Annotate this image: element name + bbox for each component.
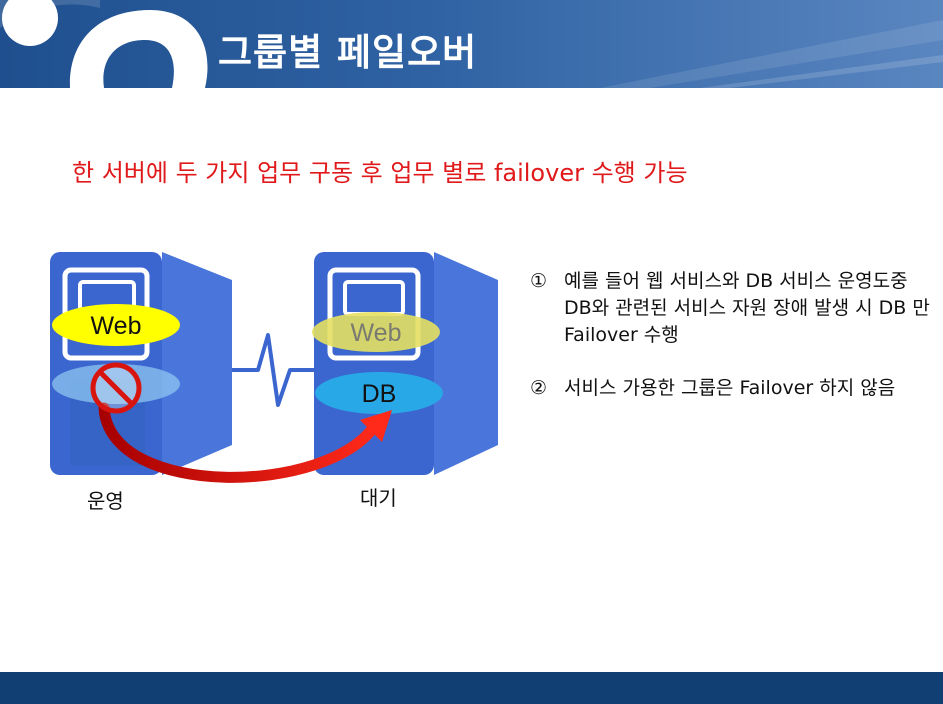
standby-server (314, 252, 498, 475)
network-link (232, 333, 318, 407)
banner-decoration (0, 0, 943, 88)
standby-web-ellipse (312, 312, 440, 352)
standby-web-label: Web (351, 319, 402, 347)
standby-db-ellipse (315, 372, 443, 414)
standby-server-label: 대기 (360, 486, 397, 510)
active-web-label: Web (91, 312, 142, 340)
note-text: 예를 들어 웹 서비스와 DB 서비스 운영도중 DB와 관련된 서비스 자원 … (564, 270, 930, 346)
active-db-ellipse (52, 364, 180, 404)
note-text: 서비스 가용한 그룹은 Failover 하지 않음 (564, 377, 896, 399)
standby-db-label: DB (362, 380, 397, 408)
failover-diagram: Web Web DB (50, 252, 498, 483)
note-item: ① 예를 들어 웹 서비스와 DB 서비스 운영도중 DB와 관련된 서비스 자… (530, 268, 930, 349)
header-banner: 그룹별 페일오버 (0, 0, 943, 88)
active-server (50, 252, 232, 475)
logo-circle-icon (2, 0, 58, 46)
footer-bar (0, 672, 943, 704)
note-item: ② 서비스 가용한 그룹은 Failover 하지 않음 (530, 375, 930, 402)
failover-arrowhead-icon (360, 410, 392, 442)
prohibited-icon (90, 362, 142, 414)
note-marker: ② (530, 377, 548, 399)
active-web-ellipse (52, 304, 180, 346)
note-marker: ① (530, 270, 548, 292)
page-title: 그룹별 페일오버 (218, 31, 478, 74)
slide-subtitle: 한 서버에 두 가지 업무 구동 후 업무 별로 failover 수행 가능 (72, 159, 688, 187)
notes-list: ① 예를 들어 웹 서비스와 DB 서비스 운영도중 DB와 관련된 서비스 자… (530, 268, 930, 428)
active-server-label: 운영 (87, 489, 124, 513)
failover-arrow (98, 402, 381, 483)
logo-arc-icon (69, 10, 208, 88)
